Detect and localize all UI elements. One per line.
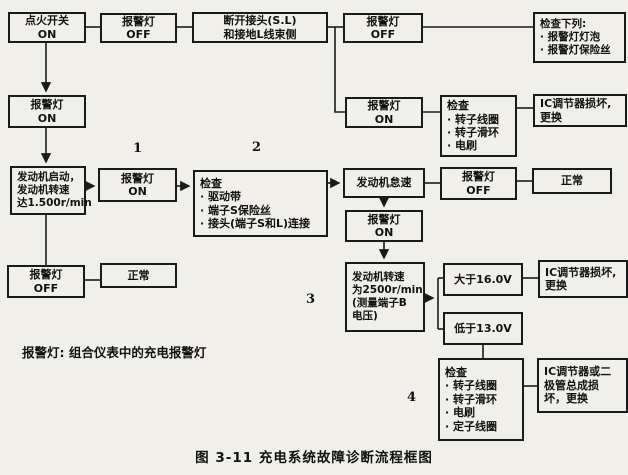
node-warning-lamp-off-top: 报警灯 OFF [100,13,177,43]
node-engine-start: 发动机启动， 发动机转速 达1.500r/min [10,166,92,215]
node-normal-right: 正常 [532,168,612,194]
node-check-belt-fuse-connector: 检查 · 驱动带 · 端子S保险丝 · 接头(端子S和L)连接 [193,170,328,237]
step-label-2: 2 [252,140,262,155]
node-engine-idle: 发动机怠速 [343,168,425,198]
node-ic-regulator-damaged-1: IC调节器损坏, 更换 [533,94,627,127]
node-ic-regulator-damaged-2: IC调节器损坏, 更换 [538,260,628,298]
node-ignition-switch: 点火开关 ON [8,12,86,43]
node-warning-lamp-off-bottomleft: 报警灯 OFF [7,265,85,298]
node-ic-or-diode-damaged: IC调节器或二 极管总成损 坏，更换 [537,358,628,413]
node-warning-lamp-on-mid: 报警灯 ON [345,210,423,242]
node-engine-speed-2500: 发动机转速 为2500r/min (测量端子B 电压) [345,262,425,332]
step-label-4: 4 [407,390,417,405]
node-less-than-13v: 低于13.0V [443,312,523,345]
node-warning-lamp-off-idle: 报警灯 OFF [440,167,517,200]
node-warning-lamp-on-step1: 报警灯 ON [98,168,177,202]
node-warning-lamp-on-left: 报警灯 ON [8,95,86,128]
figure-caption: 图 3-11 充电系统故障诊断流程框图 [195,450,433,466]
warning-lamp-note: 报警灯: 组合仪表中的充电报警灯 [22,345,207,360]
step-label-3: 3 [306,292,316,307]
node-warning-lamp-on-right: 报警灯 ON [345,97,423,128]
node-check-rotor-stator: 检查 · 转子线圈 · 转子滑环 · 电刷 · 定子线圈 [438,358,524,441]
node-normal-left: 正常 [100,263,177,288]
node-greater-than-16v: 大于16.0V [443,263,523,296]
node-check-bulb-fuse: 检查下列: · 报警灯灯泡 · 报警灯保险丝 [533,12,626,63]
node-warning-lamp-off-topright: 报警灯 OFF [343,13,423,43]
step-label-1: 1 [133,141,143,156]
node-disconnect-terminal: 断开接头(S.L) 和接地L线束侧 [192,12,328,43]
node-check-rotor-brush: 检查 · 转子线圈 · 转子滑环 · 电刷 [440,95,517,157]
